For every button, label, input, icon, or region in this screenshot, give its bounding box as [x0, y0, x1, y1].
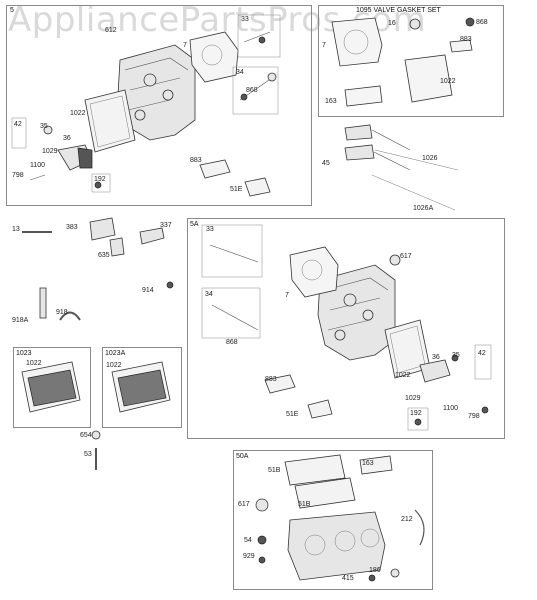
callout-635: 635	[98, 252, 110, 259]
group-box-5	[6, 5, 312, 206]
callout-51e: 51E	[230, 186, 243, 193]
head-gasket-5a	[289, 246, 339, 298]
callout-929: 929	[243, 553, 255, 560]
callout-337: 337	[160, 222, 172, 229]
callout-34b: 34	[205, 291, 213, 298]
head-gasket-5	[189, 31, 239, 83]
callout-42: 42	[14, 121, 22, 128]
callout-415: 415	[342, 575, 354, 582]
gaskets-883-51e-5	[199, 159, 271, 197]
callout-868b: 868	[476, 19, 488, 26]
callout-42b: 42	[478, 350, 486, 357]
callout-798: 798	[12, 172, 24, 179]
group-title-1095: 1095 VALVE GASKET SET	[356, 7, 441, 14]
intake-gaskets-50a	[284, 454, 393, 509]
callout-51eb: 51E	[286, 411, 299, 418]
callout-1022e: 1022	[395, 372, 411, 379]
callout-186: 186	[369, 567, 381, 574]
callout-35b: 35	[452, 352, 460, 359]
intake-manifold-50a	[287, 511, 386, 581]
callout-33: 33	[241, 16, 249, 23]
callout-1022d: 1022	[106, 362, 122, 369]
callout-16: 16	[388, 20, 396, 27]
callout-883b: 883	[460, 36, 472, 43]
callout-617: 617	[400, 253, 412, 260]
callout-883: 883	[190, 157, 202, 164]
fasteners-654-53	[91, 430, 101, 470]
callout-163b: 163	[362, 460, 374, 467]
callout-192b: 192	[410, 410, 422, 417]
callout-617b: 617	[238, 501, 250, 508]
cylinder-head-5a	[317, 264, 396, 361]
callout-54: 54	[244, 537, 252, 544]
callout-914: 914	[142, 287, 154, 294]
callout-45: 45	[322, 160, 330, 167]
valve-cover-gasket-5	[84, 89, 136, 153]
callout-33b: 33	[206, 226, 214, 233]
rocker-parts-5	[11, 117, 111, 193]
callout-1026a: 1026A	[413, 205, 434, 212]
callout-36b: 36	[432, 354, 440, 361]
callout-51b-2: 51B	[298, 501, 311, 508]
callout-7: 7	[183, 42, 187, 49]
callout-868: 868	[246, 87, 258, 94]
callout-868c: 868	[226, 339, 238, 346]
group-box-1095	[318, 5, 504, 117]
callout-1022c: 1022	[26, 360, 42, 367]
group-title-5a: 5A	[190, 221, 199, 228]
callout-1100b: 1100	[443, 405, 459, 412]
callout-35: 35	[40, 123, 48, 130]
callout-1022: 1022	[70, 110, 86, 117]
callout-13: 13	[12, 226, 20, 233]
callout-212: 212	[401, 516, 413, 523]
group-title-50a: 50A	[236, 453, 249, 460]
callout-1100: 1100	[30, 162, 46, 169]
callout-918: 918	[56, 309, 68, 316]
callout-798b: 798	[468, 413, 480, 420]
callout-1029b: 1029	[405, 395, 421, 402]
valve-small-parts-5	[232, 14, 281, 115]
callout-34: 34	[236, 69, 244, 76]
callout-163: 163	[325, 98, 337, 105]
valve-cover-1023a	[111, 361, 171, 413]
push-rods-and-tubes	[344, 124, 459, 211]
rocker-parts-5a	[407, 344, 492, 431]
callout-7c: 7	[285, 292, 289, 299]
callout-1029: 1029	[42, 148, 58, 155]
callout-612: 612	[105, 27, 117, 34]
callout-1022b: 1022	[440, 78, 456, 85]
group-box-1023	[13, 347, 91, 428]
group-box-50a	[233, 450, 433, 590]
group-title-1023a: 1023A	[105, 350, 126, 357]
callout-918a: 918A	[12, 317, 29, 324]
callout-53: 53	[84, 451, 92, 458]
valve-cover-1023	[21, 361, 81, 413]
callout-192: 192	[94, 176, 106, 183]
group-box-1023a	[102, 347, 182, 428]
intake-hardware-50a	[255, 498, 425, 582]
gasket-set-1095	[331, 17, 475, 107]
loose-parts	[22, 217, 174, 321]
group-box-5a	[187, 218, 505, 439]
group-title-5: 5	[10, 7, 14, 14]
callout-36: 36	[63, 135, 71, 142]
callout-7b: 7	[322, 42, 326, 49]
group-title-1023: 1023	[16, 350, 32, 357]
callout-51b-1: 51B	[268, 467, 281, 474]
valve-parts-5a	[201, 224, 401, 339]
callout-383: 383	[66, 224, 78, 231]
gaskets-883-51e-5a	[264, 374, 333, 419]
callout-654: 654	[80, 432, 92, 439]
cylinder-head-5	[117, 44, 196, 141]
callout-1026: 1026	[422, 155, 438, 162]
callout-883c: 883	[265, 376, 277, 383]
